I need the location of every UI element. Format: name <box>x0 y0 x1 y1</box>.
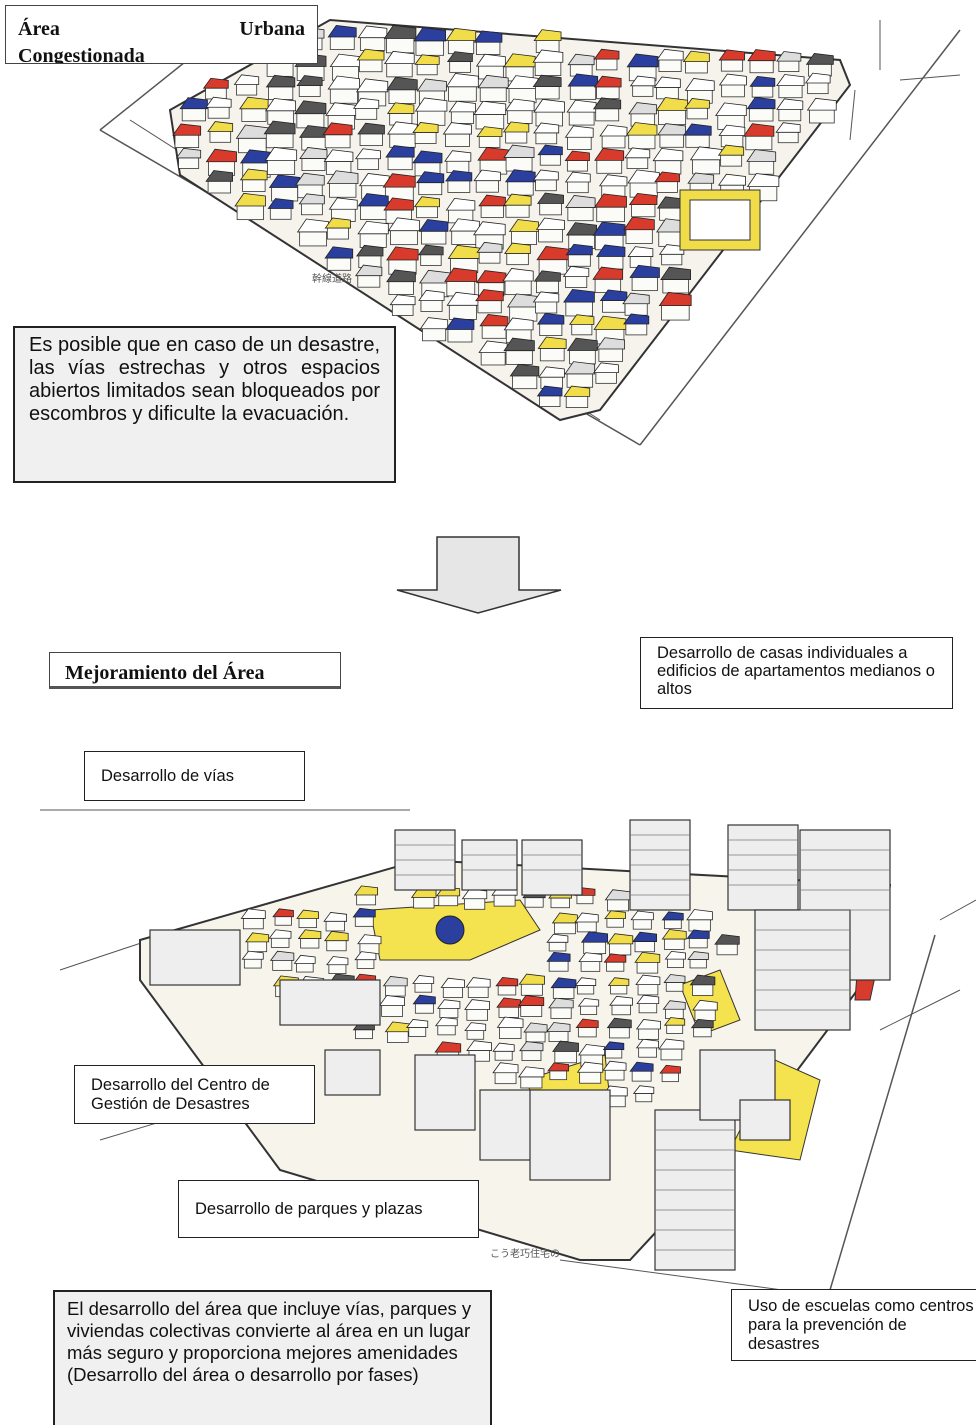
label-schools-text: Uso de escuelas como centros para la pre… <box>748 1297 974 1353</box>
label-roads: Desarrollo de vías <box>84 751 305 801</box>
summary-text: El desarrollo del área que incluye vías,… <box>67 1298 472 1385</box>
label-schools: Uso de escuelas como centros para la pre… <box>731 1289 976 1361</box>
label-apartments-text: Desarrollo de casas individuales a edifi… <box>657 644 935 698</box>
warning-text: Es posible que en caso de un desastre, l… <box>29 334 380 425</box>
label-parks: Desarrollo de parques y plazas <box>178 1180 479 1238</box>
title-improvement-text: Mejoramiento del Área <box>65 662 265 684</box>
road-label: 幹線道路 <box>312 274 352 285</box>
section-title-congested: Área Urbana Congestionada <box>5 5 318 64</box>
congested-area-illustration <box>99 9 961 446</box>
section-title-improvement: Mejoramiento del Área <box>49 652 341 689</box>
label-roads-text: Desarrollo de vías <box>101 767 234 785</box>
title-word-cut: Congestionada <box>18 45 145 64</box>
improved-area-illustration <box>40 809 976 1310</box>
title-word-area: Área <box>18 18 60 40</box>
down-arrow-icon <box>396 536 562 614</box>
label-disaster-center-text: Desarrollo del Centro de Gestión de Desa… <box>91 1076 270 1113</box>
label-parks-text: Desarrollo de parques y plazas <box>195 1200 423 1218</box>
title-word-urbana: Urbana <box>239 18 305 40</box>
label-disaster-center: Desarrollo del Centro de Gestión de Desa… <box>74 1065 315 1124</box>
warning-box: Es posible que en caso de un desastre, l… <box>13 326 396 483</box>
caption-jp: こう老巧住宅の <box>490 1249 560 1260</box>
label-apartments: Desarrollo de casas individuales a edifi… <box>640 637 953 709</box>
house-cluster <box>172 24 837 408</box>
summary-box: El desarrollo del área que incluye vías,… <box>53 1290 492 1425</box>
